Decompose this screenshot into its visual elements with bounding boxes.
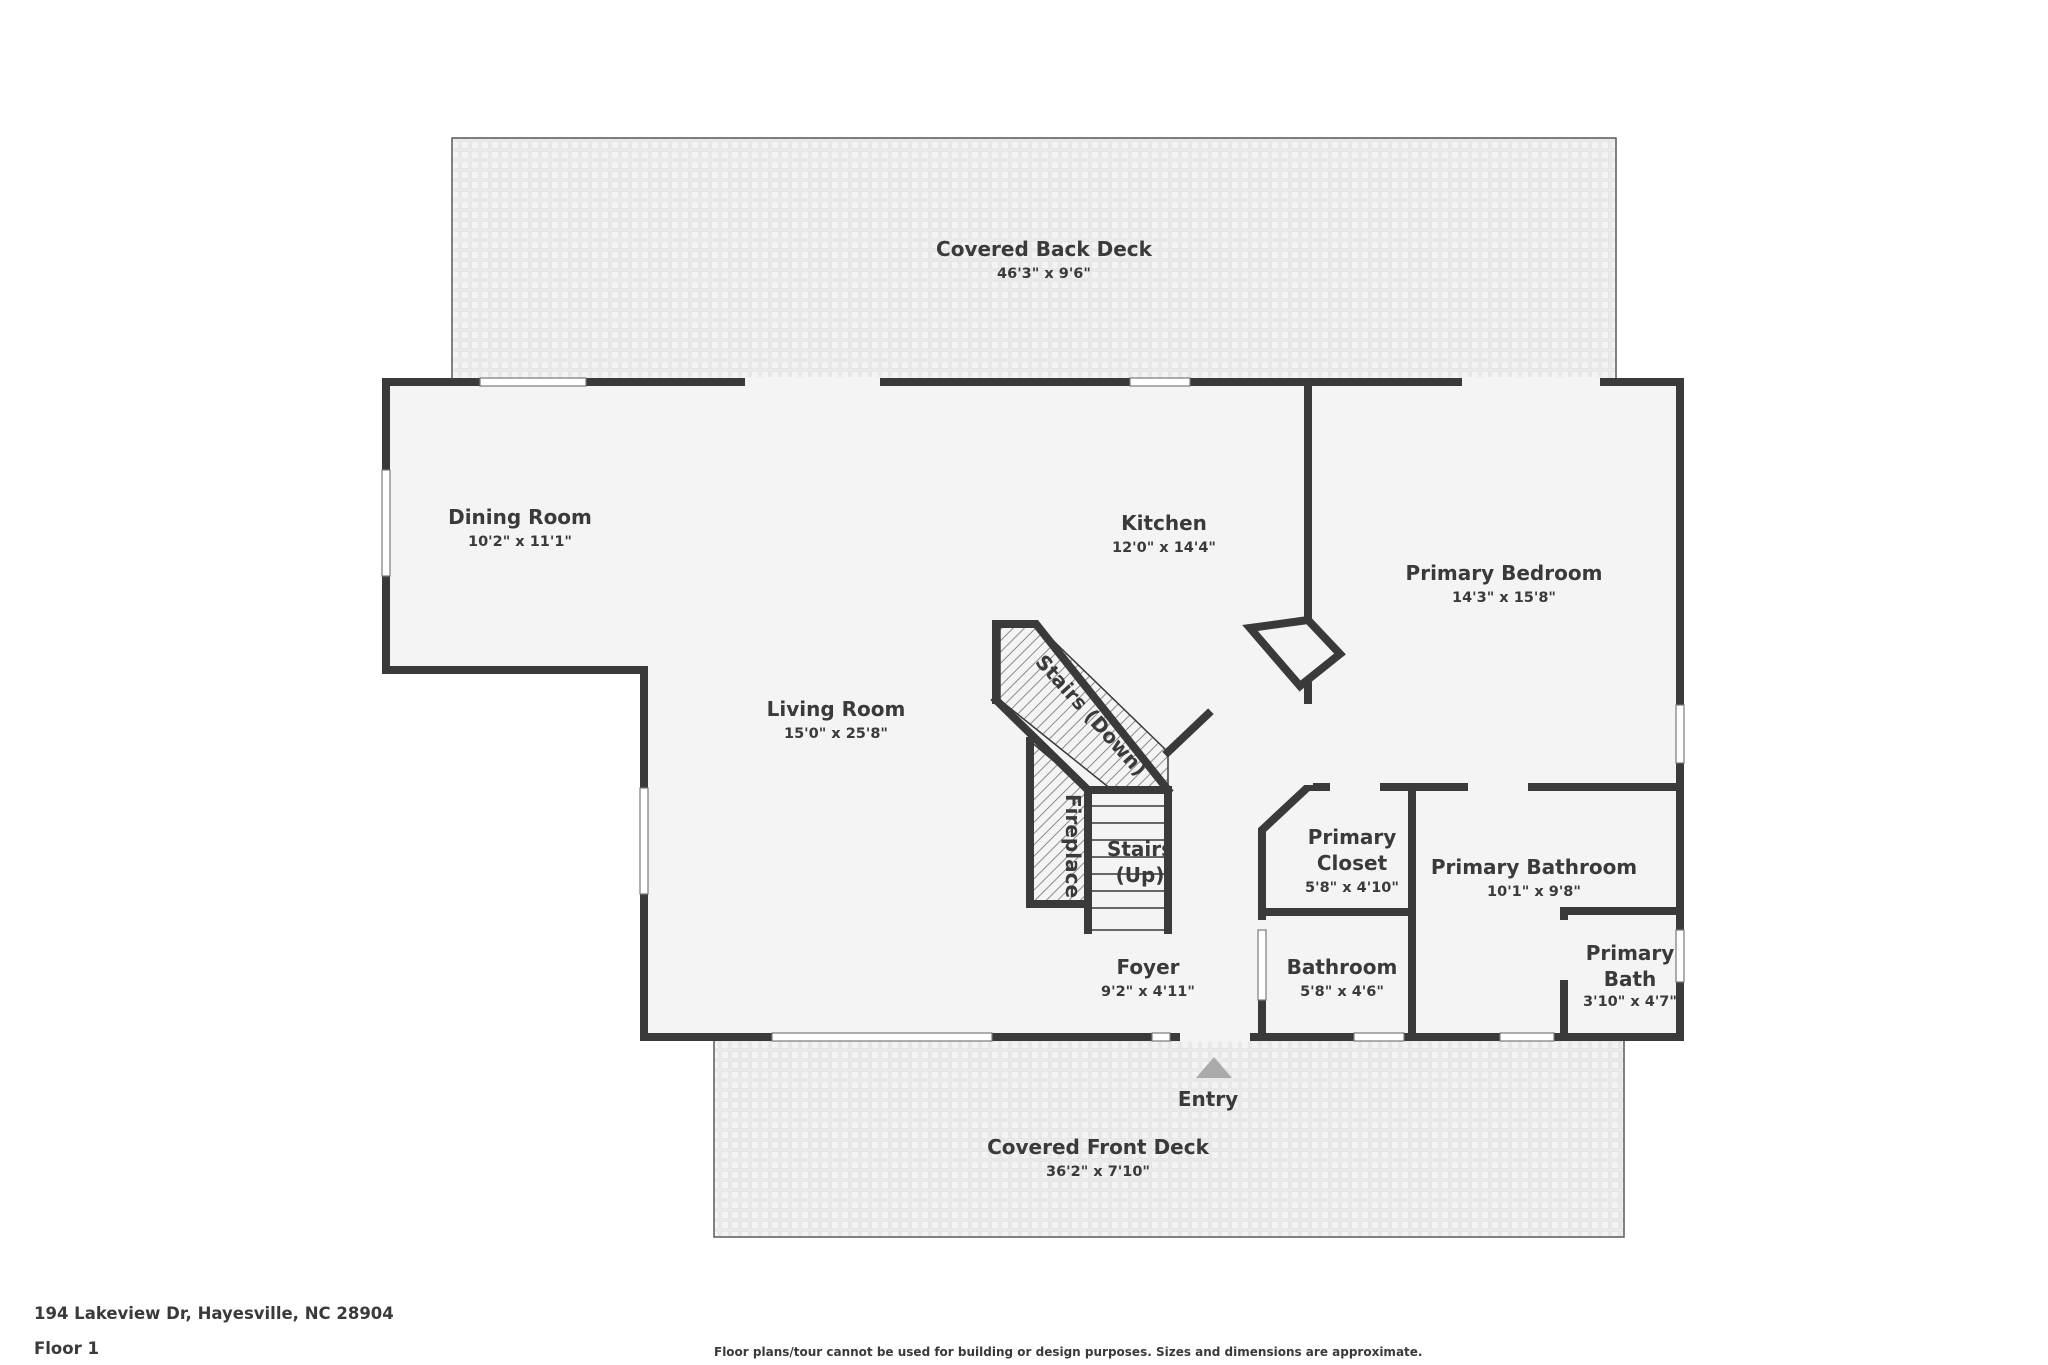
primary-bath-name-line1: Primary: [1586, 941, 1675, 965]
dining-room-name: Dining Room: [448, 505, 592, 529]
foyer-dim: 9'2" x 4'11": [1101, 984, 1195, 1000]
primary-bathroom-name: Primary Bathroom: [1431, 855, 1637, 879]
dining-room-dim: 10'2" x 11'1": [468, 534, 572, 550]
primary-bath-dim: 3'10" x 4'7": [1583, 994, 1677, 1010]
address-label: 194 Lakeview Dr, Hayesville, NC 28904: [34, 1304, 394, 1323]
covered-back-deck-area: [451, 137, 1617, 383]
kitchen-name: Kitchen: [1121, 511, 1207, 535]
primary-closet-dim: 5'8" x 4'10": [1305, 880, 1399, 896]
windows: [381, 377, 1685, 1042]
floor-label: Floor 1: [34, 1339, 99, 1358]
primary-bath-name-line2: Bath: [1604, 967, 1657, 991]
fireplace-label: Fireplace: [1061, 794, 1085, 898]
living-room-name: Living Room: [767, 697, 906, 721]
entry-label: Entry: [1178, 1087, 1238, 1111]
covered-back-deck-name: Covered Back Deck: [936, 237, 1153, 261]
living-room-dim: 15'0" x 25'8": [784, 726, 888, 742]
primary-closet-name-line2: Closet: [1317, 851, 1388, 875]
covered-front-deck-area: [713, 1036, 1625, 1238]
walls: [382, 378, 1684, 1041]
bathroom-dim: 5'8" x 4'6": [1300, 984, 1384, 1000]
covered-front-deck-dim: 36'2" x 7'10": [1046, 1164, 1150, 1180]
stairs-up-label-line1: Stairs: [1107, 837, 1173, 861]
covered-front-deck-name: Covered Front Deck: [987, 1135, 1209, 1159]
stairs-up-steps: [1087, 789, 1169, 931]
foyer-name: Foyer: [1116, 955, 1179, 979]
disclaimer-text: Floor plans/tour cannot be used for buil…: [714, 1345, 1423, 1359]
kitchen-dim: 12'0" x 14'4": [1112, 540, 1216, 556]
stairs-up-label-line2: (Up): [1116, 863, 1165, 887]
primary-closet-name-line1: Primary: [1308, 825, 1397, 849]
entry-arrow-icon: [1196, 1057, 1232, 1078]
primary-bedroom-dim: 14'3" x 15'8": [1452, 590, 1556, 606]
primary-bedroom-name: Primary Bedroom: [1406, 561, 1603, 585]
bathroom-name: Bathroom: [1287, 955, 1398, 979]
primary-bathroom-dim: 10'1" x 9'8": [1487, 884, 1581, 900]
covered-back-deck-dim: 46'3" x 9'6": [997, 266, 1091, 282]
